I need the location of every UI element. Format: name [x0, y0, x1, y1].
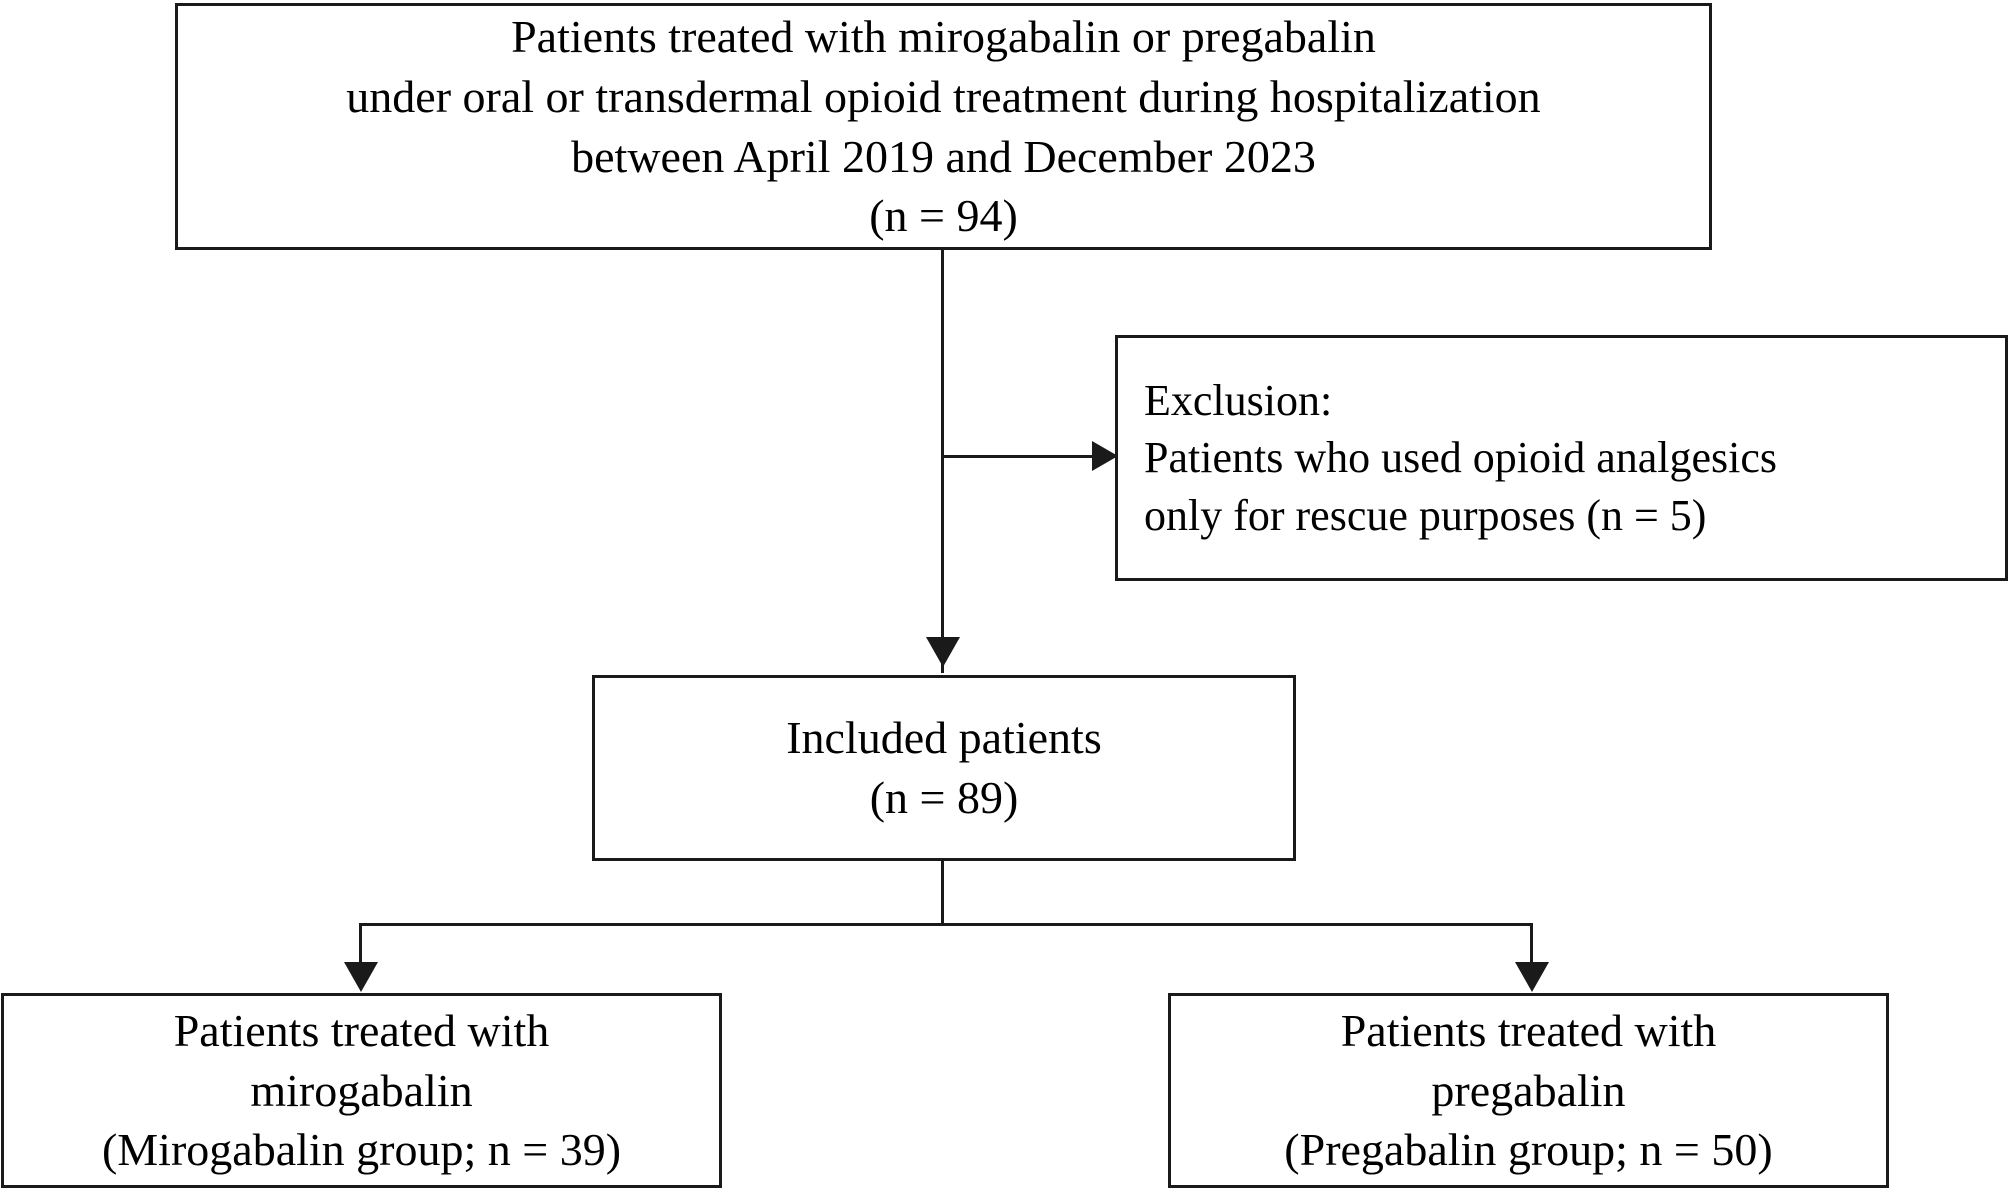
arrowhead-right-exclusion-icon — [1092, 441, 1118, 471]
node-mirogabalin-group: Patients treated with mirogabalin (Mirog… — [1, 993, 722, 1188]
connector-junction-to-included — [941, 455, 944, 673]
arrowhead-down-pregabalin-icon — [1515, 962, 1549, 992]
node-pregabalin-count: (Pregabalin group; n = 50) — [1284, 1124, 1773, 1176]
node-pregabalin-group: Patients treated with pregabalin (Pregab… — [1168, 993, 1889, 1188]
node-pregabalin-line-2: pregabalin — [1431, 1064, 1626, 1116]
node-included-label: Included patients — [786, 712, 1102, 764]
node-screened-line-2: under oral or transdermal opioid treatme… — [346, 70, 1541, 122]
connector-split-left-drop — [359, 923, 362, 965]
connector-branch-to-exclusion — [944, 455, 1094, 458]
arrowhead-down-included-icon — [926, 637, 960, 667]
node-exclusion: Exclusion: Patients who used opioid anal… — [1115, 335, 2008, 581]
node-screened-count: (n = 94) — [869, 190, 1018, 242]
connector-split-right-drop — [1530, 923, 1533, 965]
node-included-count: (n = 89) — [869, 772, 1019, 823]
node-pregabalin-line-1: Patients treated with — [1340, 1004, 1717, 1056]
node-screened-line-3: between April 2019 and December 2023 — [571, 130, 1316, 182]
node-screened-patients: Patients treated with mirogabalin or pre… — [175, 3, 1712, 250]
connector-screened-to-junction — [941, 250, 944, 542]
node-exclusion-line-1: Patients who used opioid analgesics — [1144, 433, 1778, 483]
node-included-patients: Included patients (n = 89) — [592, 675, 1296, 861]
connector-included-to-split — [941, 861, 944, 923]
node-exclusion-heading: Exclusion: — [1144, 376, 1333, 426]
connector-split-bar — [360, 923, 1533, 926]
node-mirogabalin-line-2: mirogabalin — [250, 1064, 473, 1116]
node-screened-line-1: Patients treated with mirogabalin or pre… — [511, 10, 1376, 62]
node-exclusion-line-2: only for rescue purposes (n = 5) — [1144, 490, 1707, 540]
node-mirogabalin-line-1: Patients treated with — [173, 1004, 550, 1056]
node-mirogabalin-count: (Mirogabalin group; n = 39) — [101, 1124, 622, 1176]
arrowhead-down-mirogabalin-icon — [344, 962, 378, 992]
